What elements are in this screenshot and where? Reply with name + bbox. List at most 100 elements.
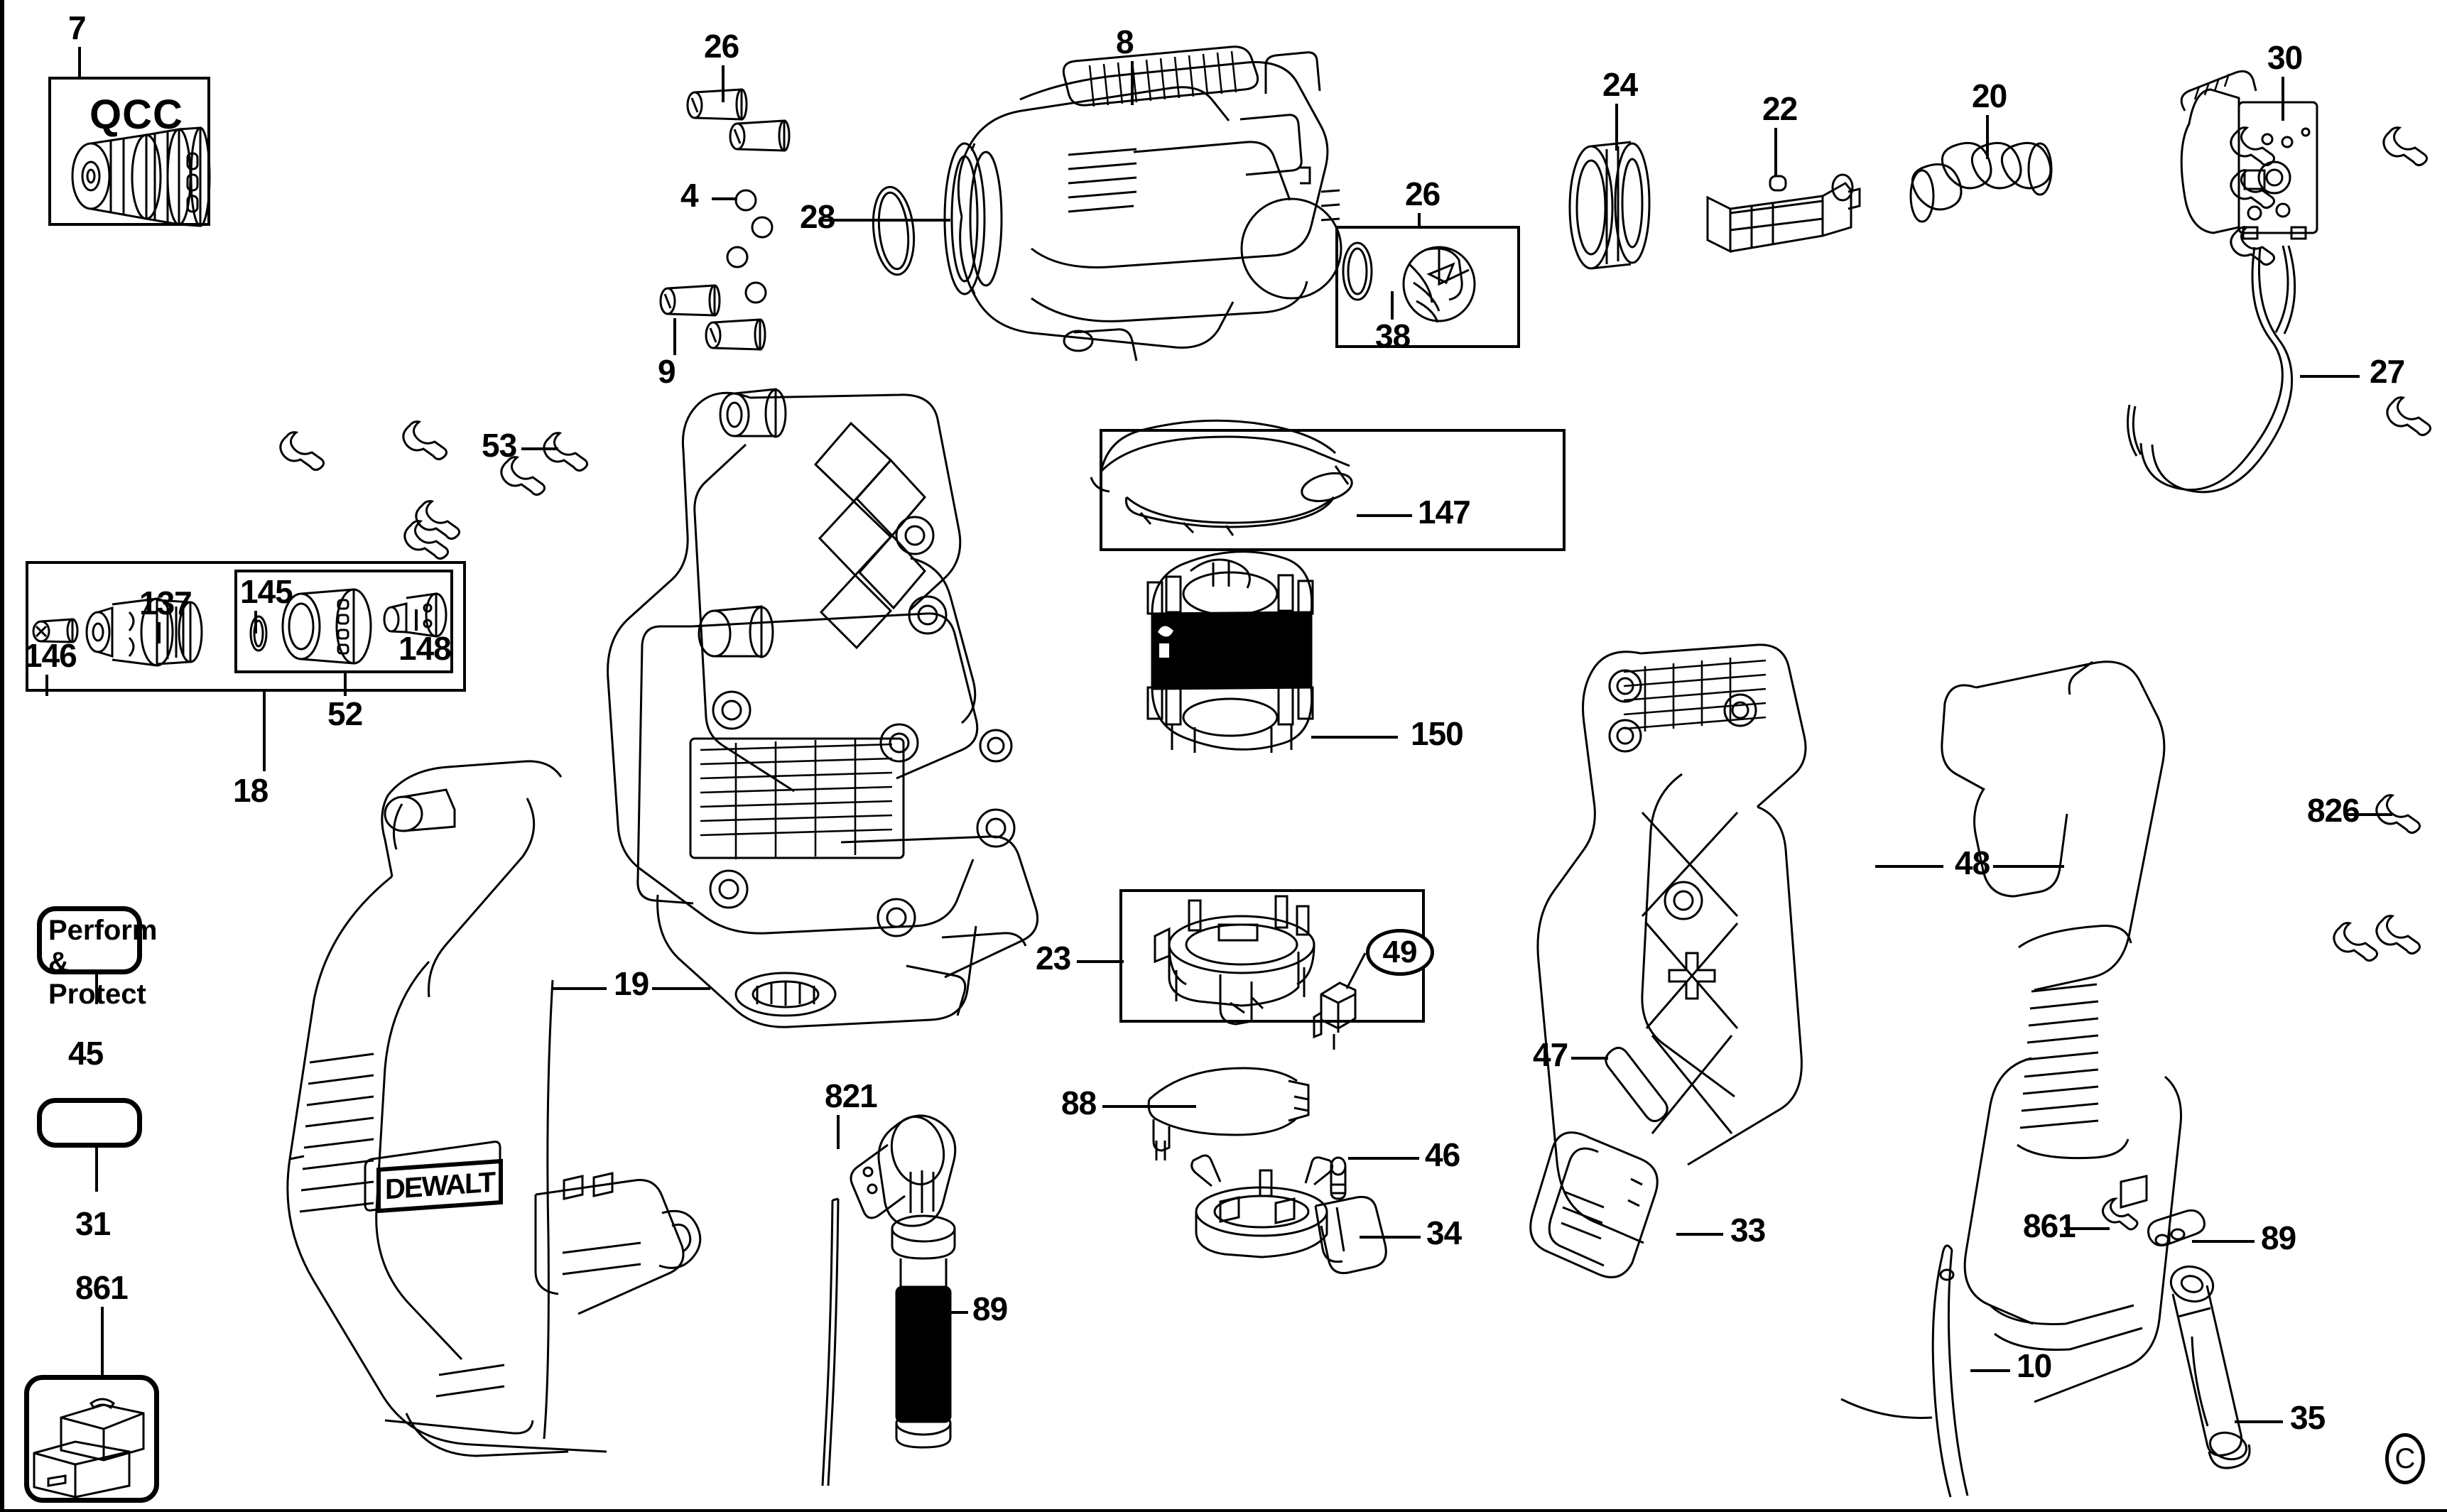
leader-19 xyxy=(2345,813,2392,816)
leader-145 xyxy=(415,609,418,631)
clutch-cover-art xyxy=(1090,419,1353,536)
callout-24: 24 xyxy=(1602,66,1638,103)
leader-148 xyxy=(45,675,48,696)
callout-148: 146 xyxy=(24,637,77,674)
leader-826 xyxy=(95,974,98,1004)
callout-49: 23 xyxy=(1036,940,1071,977)
callout-33: 861 xyxy=(2023,1207,2076,1244)
leader-821 xyxy=(95,1148,98,1192)
callout-53: 147 xyxy=(1418,494,1471,531)
callout-7: 7 xyxy=(68,9,87,46)
copyright-mark: C xyxy=(2385,1433,2425,1484)
leader-32 xyxy=(1571,1057,1608,1060)
gearcase-assembly-art xyxy=(607,388,1039,1028)
leader-10 xyxy=(1970,1369,2010,1372)
callout-27: 53 xyxy=(482,427,517,464)
callout-35: 35 xyxy=(2290,1399,2326,1436)
perform-protect-label xyxy=(37,906,142,974)
leader-47 xyxy=(1348,1157,1419,1160)
leader-29 xyxy=(1391,291,1394,320)
leader-9 xyxy=(823,219,950,222)
top-middle-art xyxy=(659,45,1342,361)
leader-18-left xyxy=(1875,865,1943,868)
callout-88: 821 xyxy=(825,1077,878,1114)
leader-7 xyxy=(78,47,81,77)
leader-31 xyxy=(1676,1233,1723,1236)
leader-89 xyxy=(931,1311,968,1314)
brush-bracket-art xyxy=(1147,1067,1387,1275)
qcc-text: QCC xyxy=(89,92,183,138)
leader-49 xyxy=(1077,960,1124,963)
callout-20: 20 xyxy=(1972,77,2007,114)
callout-52: 150 xyxy=(1411,715,1464,752)
callout-146: 52 xyxy=(327,695,363,732)
callout-31: 33 xyxy=(1730,1212,1766,1249)
leader-23 xyxy=(652,987,710,990)
leader-4 xyxy=(712,197,737,200)
callout-8: 8 xyxy=(1116,23,1134,60)
callout-38: 27 xyxy=(2370,353,2405,390)
callout-30: 30 xyxy=(2267,39,2303,76)
dewalt-logo: DEWALT xyxy=(376,1158,503,1214)
rating-label-blank xyxy=(37,1098,142,1148)
callout-821: 31 xyxy=(75,1205,111,1242)
callout-29: 38 xyxy=(1375,317,1411,354)
chuck-kit-box xyxy=(26,561,466,692)
leader-35 xyxy=(2235,1420,2283,1423)
top-right-art xyxy=(1342,70,2318,494)
brush-holder-art xyxy=(1154,895,1367,1050)
leader-27 xyxy=(521,447,558,450)
leader-26-lower xyxy=(673,318,676,355)
leader-18-right xyxy=(1993,865,2064,868)
callout-861: 861 xyxy=(75,1269,129,1306)
leader-150 xyxy=(263,692,266,771)
main-housing-art xyxy=(286,760,702,1457)
carry-case-art xyxy=(33,1398,145,1499)
callout-48-circle: 49 xyxy=(1366,929,1434,976)
callout-34: 89 xyxy=(2261,1219,2296,1256)
callout-9: 28 xyxy=(800,198,835,235)
leader-88 xyxy=(837,1115,840,1149)
leader-20 xyxy=(1986,115,1989,159)
leader-33 xyxy=(2064,1227,2110,1230)
case-box xyxy=(24,1375,159,1503)
leader-8 xyxy=(1131,61,1134,105)
callout-45: 88 xyxy=(1061,1084,1097,1121)
callout-10: 10 xyxy=(2017,1347,2052,1384)
pp-line1: Perform xyxy=(48,915,158,946)
leader-30 xyxy=(2281,77,2284,121)
callout-26-upper: 26 xyxy=(704,28,739,65)
callout-23: 19 xyxy=(614,965,649,1002)
callout-19: 826 xyxy=(2307,792,2360,829)
gearcase-screws-art xyxy=(279,420,589,560)
callout-150: 18 xyxy=(233,772,268,809)
side-handle-art xyxy=(821,1114,957,1486)
qcc-chuck-art xyxy=(71,126,211,227)
leader-147 xyxy=(158,622,161,643)
leader-861 xyxy=(101,1307,104,1376)
callout-47: 46 xyxy=(1425,1136,1460,1173)
leader-46 xyxy=(1360,1236,1421,1239)
leader-22 xyxy=(1774,128,1777,176)
leader-34 xyxy=(2192,1240,2255,1243)
callout-826: 45 xyxy=(68,1035,104,1072)
callout-48: 49 xyxy=(1382,935,1418,969)
leader-53 xyxy=(1357,514,1412,517)
callout-46: 34 xyxy=(1426,1214,1462,1251)
leader-137 xyxy=(254,611,257,633)
perform-protect-text: Perform & Protect xyxy=(48,915,157,1010)
pp-line2: & xyxy=(48,946,69,978)
callout-32: 47 xyxy=(1533,1036,1568,1073)
handle-housing-art xyxy=(1536,126,2432,1419)
clutch-cover-box xyxy=(1100,429,1566,551)
callout-26-lower: 9 xyxy=(658,353,676,390)
leader-24 xyxy=(1615,104,1618,151)
callout-22: 22 xyxy=(1762,90,1798,127)
copyright-letter: C xyxy=(2394,1442,2416,1474)
bottom-right-art xyxy=(1529,1131,2251,1498)
leader-38 xyxy=(2300,375,2360,378)
chuck-adapter-inner-box xyxy=(234,570,453,673)
leader-52 xyxy=(1311,736,1398,739)
mode-selector-box xyxy=(1335,226,1520,348)
